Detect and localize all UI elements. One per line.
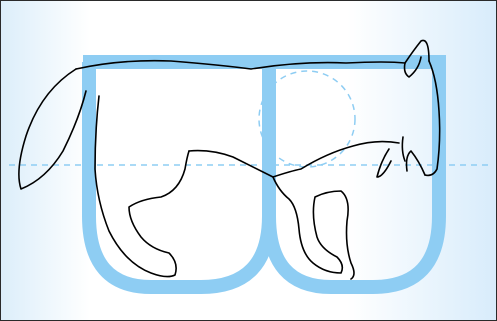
w-letter-shape [83, 62, 446, 287]
